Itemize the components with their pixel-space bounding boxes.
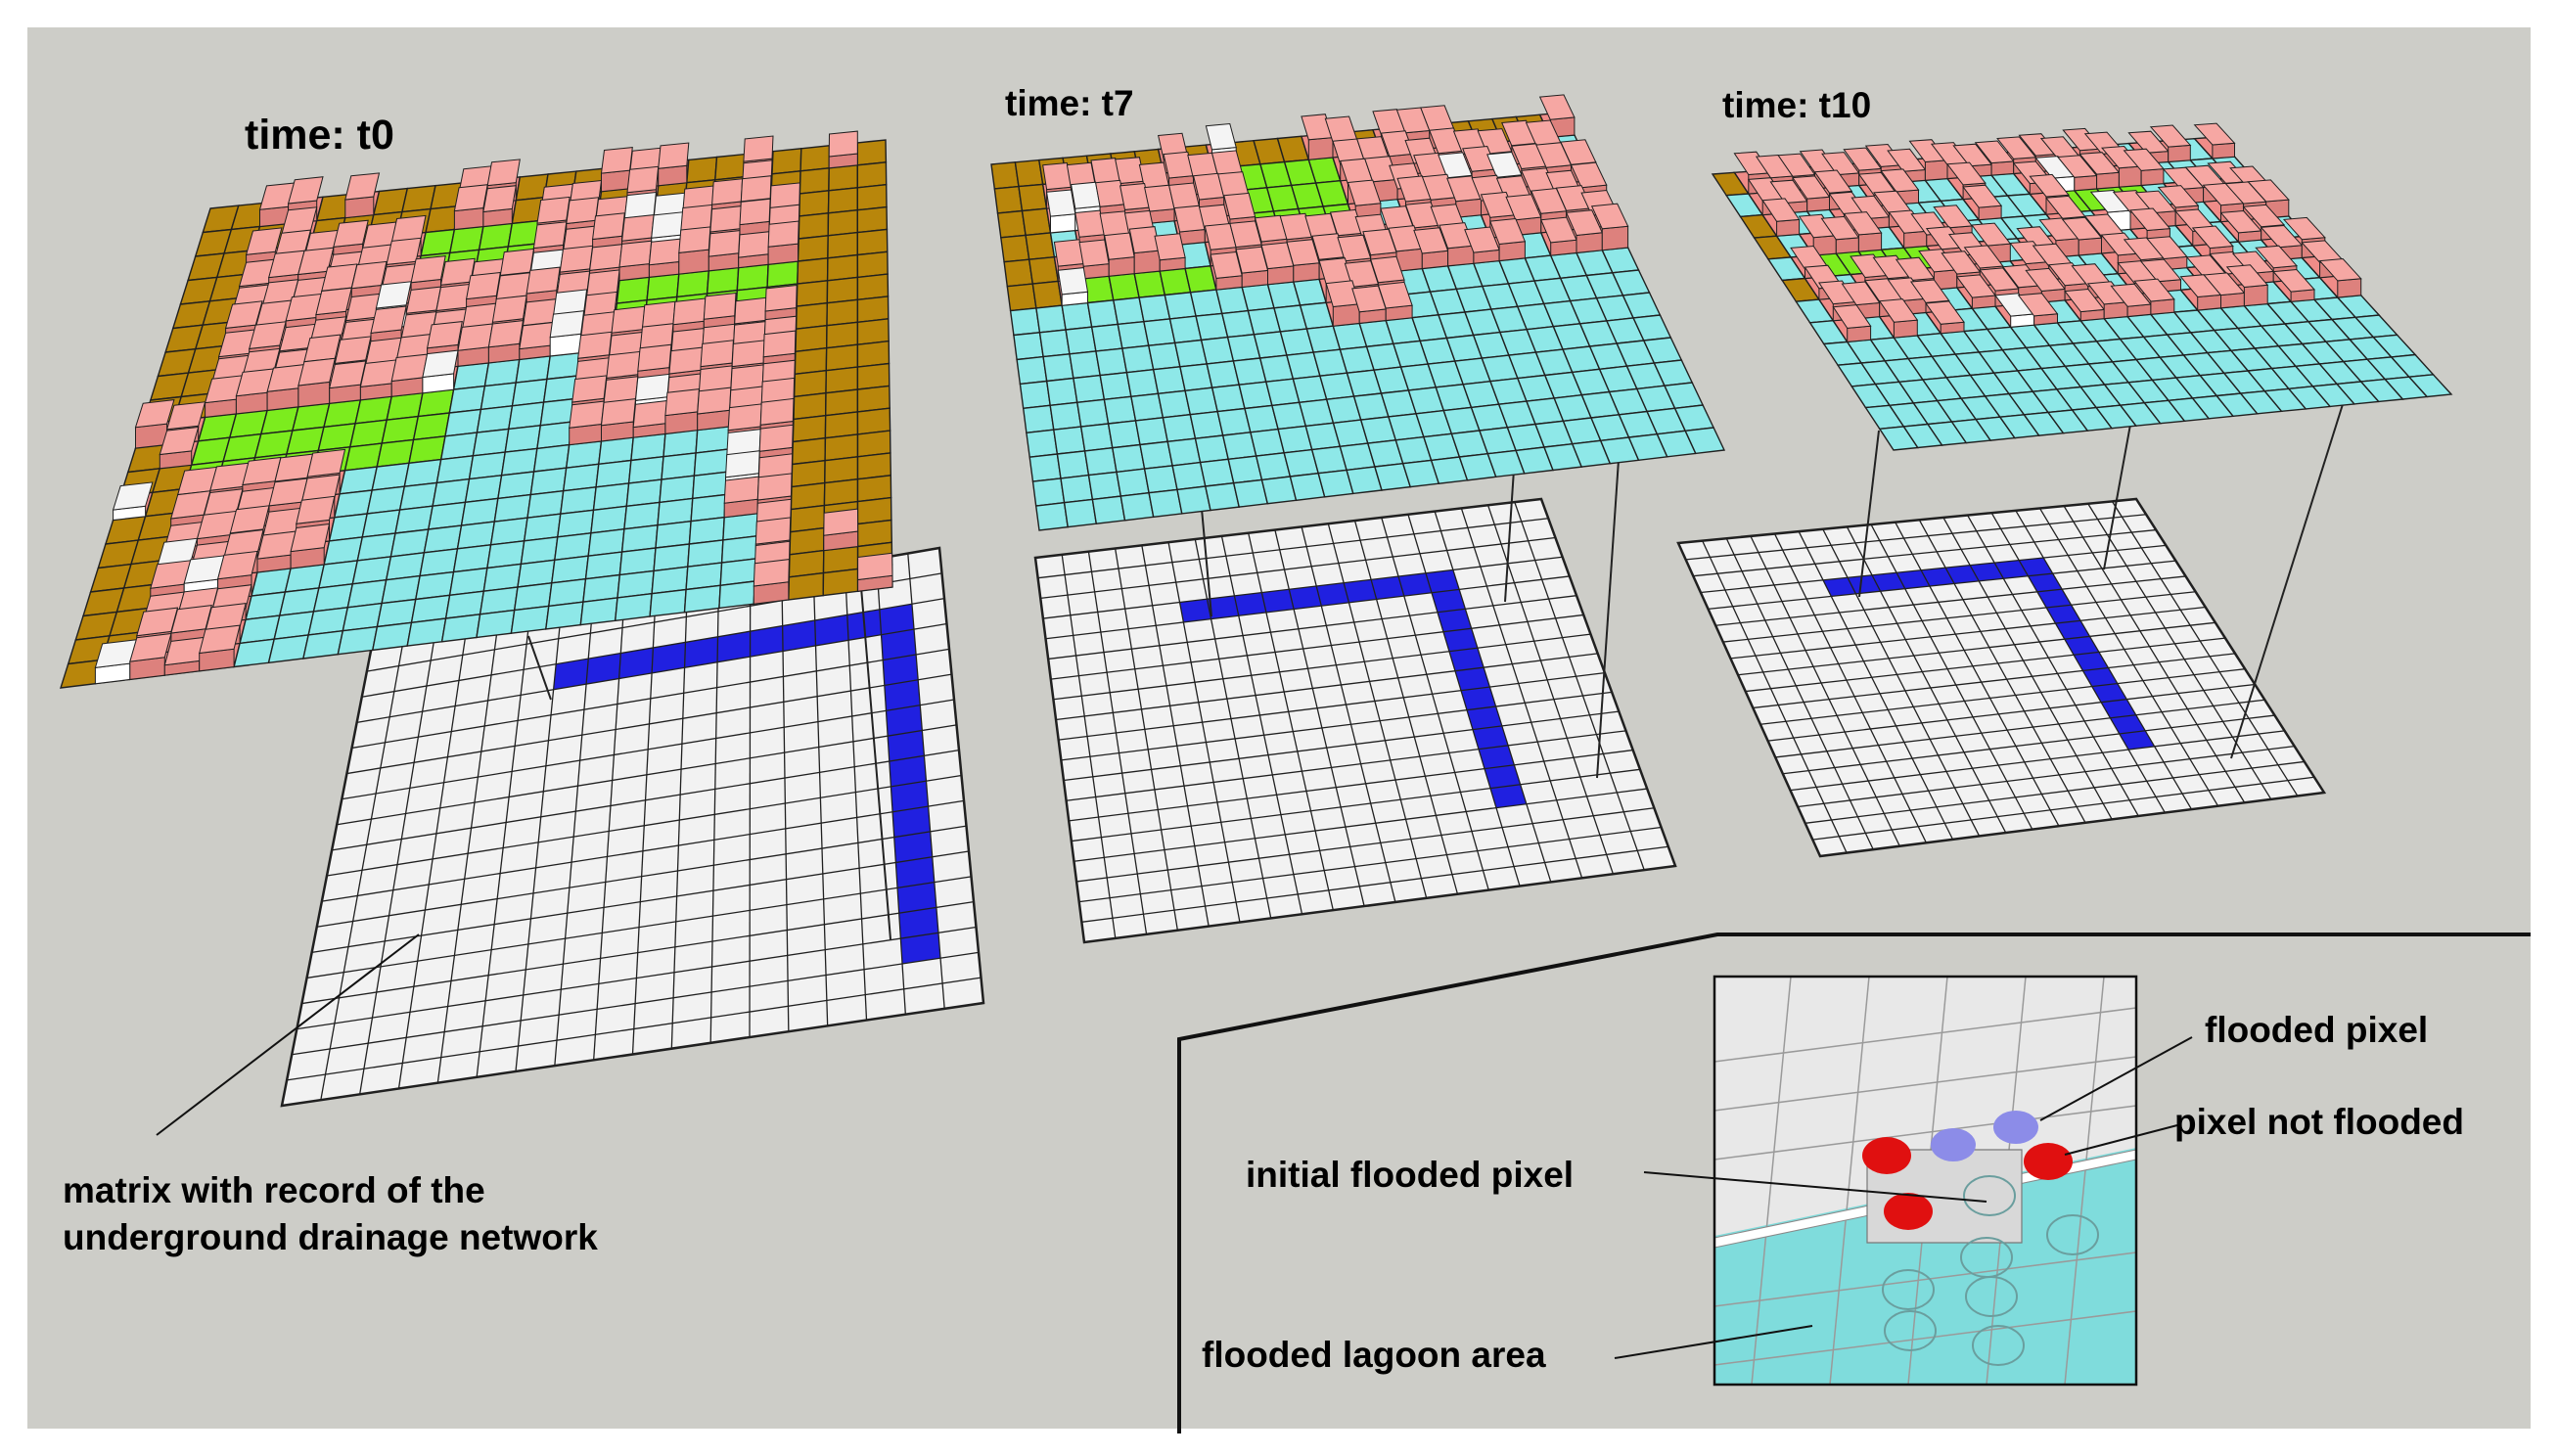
surface-matrix-t7 <box>990 94 1726 531</box>
detail-inset <box>1177 933 2531 1433</box>
flooded-pixel-label: flooded pixel <box>2205 1010 2429 1050</box>
leader-line <box>2064 1124 2178 1156</box>
pixel-not-flooded-label: pixel not flooded <box>2174 1102 2464 1142</box>
drain-matrix-t10 <box>1676 497 2327 858</box>
connector-line <box>1201 508 1212 617</box>
land-area <box>1714 977 2136 1236</box>
leader-line <box>1643 1171 1987 1203</box>
leader-line <box>156 933 420 1136</box>
inset-border <box>1713 975 2138 1387</box>
flooded-lagoon-area-label: flooded lagoon area <box>1202 1335 1546 1375</box>
empty-pixel-markers <box>1882 1175 2099 1366</box>
initial-flooded-dot <box>1884 1193 1933 1230</box>
connector-line <box>1596 444 1621 779</box>
connector-line <box>527 635 552 701</box>
drainage-matrix-caption-line1: matrix with record of the <box>63 1170 485 1210</box>
time-label-t7: time: t7 <box>1005 83 1134 123</box>
connector-line <box>1858 430 1880 598</box>
initial-flooded-dot <box>2024 1143 2073 1180</box>
time-label-t0: time: t0 <box>245 112 394 159</box>
surface-matrix-t0 <box>60 130 893 689</box>
initial-flooded-dot <box>1862 1137 1911 1174</box>
flooded-dot <box>1993 1111 2038 1144</box>
leader-line <box>2039 1036 2193 1121</box>
inset-frame <box>1177 933 2531 1433</box>
surface-matrix-t10 <box>1711 122 2453 451</box>
time-label-t10: time: t10 <box>1722 85 1872 125</box>
connector-line <box>1504 454 1516 603</box>
connector-line <box>2230 400 2345 759</box>
drain-matrix-t0 <box>280 546 985 1108</box>
drainage-matrices <box>280 497 2327 1108</box>
drainage-matrix-caption: matrix with record of the underground dr… <box>63 1167 598 1261</box>
connector-line <box>860 586 891 940</box>
surface-matrices <box>60 94 2453 689</box>
leader-lines <box>156 933 2193 1359</box>
initial-flooded-pixel-label: initial flooded pixel <box>1246 1155 1575 1195</box>
drainage-matrix-caption-line2: underground drainage network <box>63 1217 598 1258</box>
leader-line <box>1614 1325 1813 1359</box>
flooded-dot <box>1931 1128 1976 1161</box>
drain-matrix-t7 <box>1033 497 1677 944</box>
